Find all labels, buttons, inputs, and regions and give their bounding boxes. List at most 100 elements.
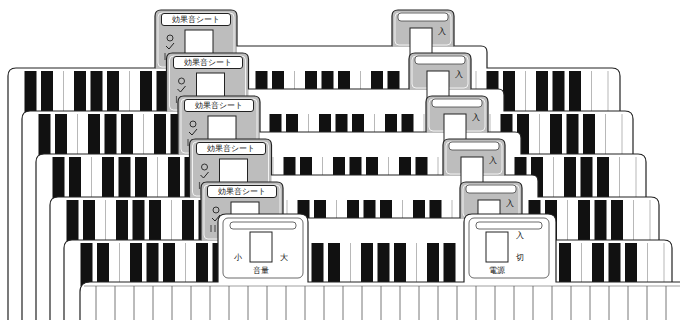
switch-label: 入 [438,28,446,36]
base-white-key [476,286,477,320]
blank-label-bar [476,222,542,229]
white-key-line [650,200,651,243]
white-key-line [63,71,64,114]
base-white-key [96,286,97,320]
tab-label: 効果音シート [184,59,232,67]
black-key [569,71,581,114]
black-key [25,71,37,114]
base-white-key [324,286,325,320]
white-key-line [77,114,78,157]
white-key-line [525,71,526,114]
base-white-key [343,286,344,320]
white-key-line [416,243,417,286]
black-key [168,157,180,200]
switch-tab: 入 [409,53,471,103]
black-key [83,200,95,243]
switch-tab: 入 [443,139,505,189]
black-key [91,71,103,114]
power-label: 電源 [489,267,505,275]
black-key [149,200,161,243]
black-key [312,243,324,286]
power-off-label: 切 [516,254,524,262]
white-key-line [129,71,130,114]
base-white-key [457,286,458,320]
black-key [163,243,175,286]
switch-label: 入 [455,71,463,79]
switch-label: 入 [472,114,480,122]
base-white-key [590,286,591,320]
base-white-key [495,286,496,320]
black-key [39,114,51,157]
power-switch: 入切電源 [464,214,556,280]
icon-dash [199,182,200,189]
black-key [328,243,340,286]
control-frame [469,218,549,278]
volume-max-label: 大 [280,254,288,262]
white-key-line [539,114,540,157]
base-edge [84,286,680,287]
white-key-line [608,71,609,114]
base-white-key [438,286,439,320]
tab-label: 効果音シート [218,188,266,196]
switch-label: 入 [506,200,514,208]
black-key [196,243,208,286]
sound-sheet-tab: 効果音シート [196,142,266,155]
black-key [592,243,604,286]
blank-label-bar [230,222,296,229]
base-white-key [172,286,173,320]
base-white-key [552,286,553,320]
icon-circle [202,164,208,170]
base-white-key [362,286,363,320]
black-key [564,157,576,200]
icon-dash [164,53,165,60]
black-key [583,114,595,157]
black-key [553,71,565,114]
black-key [444,243,456,286]
black-key [611,200,623,243]
black-key [503,71,515,114]
icon-dash [210,225,211,232]
white-key-line [553,157,554,200]
icon-circle [190,121,196,127]
black-key [147,243,159,286]
base-white-key [647,286,648,320]
black-key [154,114,166,157]
black-key [609,243,621,286]
black-key [361,243,373,286]
white-key-line [633,200,634,243]
black-key [378,243,390,286]
sound-sheet-tab: 効果音シート [173,56,243,69]
black-key [55,114,67,157]
base-white-key [666,286,667,320]
white-key-line [605,114,606,157]
black-key [81,243,93,286]
base-white-key [571,286,572,320]
icon-circle [179,78,185,84]
base-white-key [134,286,135,320]
base-white-key [381,286,382,320]
volume-label: 音量 [253,267,269,275]
icon-check [189,129,197,135]
base-white-key [210,286,211,320]
control-slot [486,232,508,262]
base-white-key [400,286,401,320]
control-frame [223,218,303,278]
black-key [625,243,637,286]
icon-check [166,43,174,49]
switch-tab: 入 [426,96,488,146]
black-key [133,200,145,243]
icon-dash [176,96,177,103]
switch-tab: 入 [460,182,522,232]
black-key [597,157,609,200]
white-key-line [119,243,120,286]
white-key-line [619,157,620,200]
volume-control: 小音量大 [218,214,308,280]
white-key-line [143,114,144,157]
control-slot [250,232,272,262]
white-key-line [171,200,172,243]
sound-sheet-tab: 効果音シート [207,185,277,198]
black-key [581,157,593,200]
base-white-key [419,286,420,320]
black-key [427,243,439,286]
